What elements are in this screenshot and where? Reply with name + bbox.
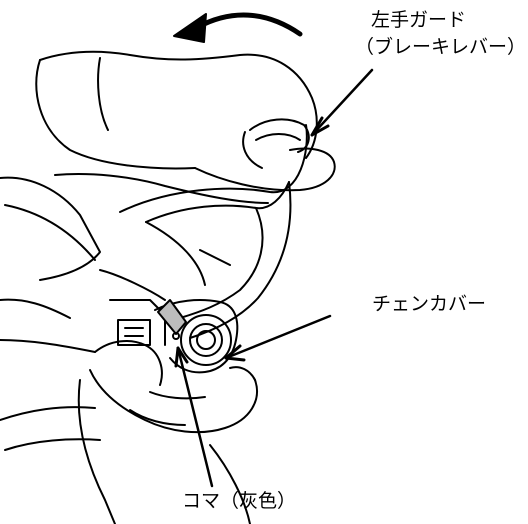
brake-lever-label: （ブレーキレバー）	[355, 36, 527, 58]
lower-hand	[77, 339, 258, 524]
saw-body	[0, 173, 269, 451]
chain-cover-label: チェンカバー	[372, 293, 487, 315]
leader-lines	[174, 68, 374, 488]
left-hand-guard-label: 左手ガード	[371, 9, 467, 31]
chain-cover	[154, 299, 239, 374]
koma-label: コマ（灰色）	[182, 490, 297, 512]
upper-hand	[35, 50, 336, 192]
rotation-arrow	[173, 12, 303, 43]
left-hand-guard	[119, 124, 308, 339]
